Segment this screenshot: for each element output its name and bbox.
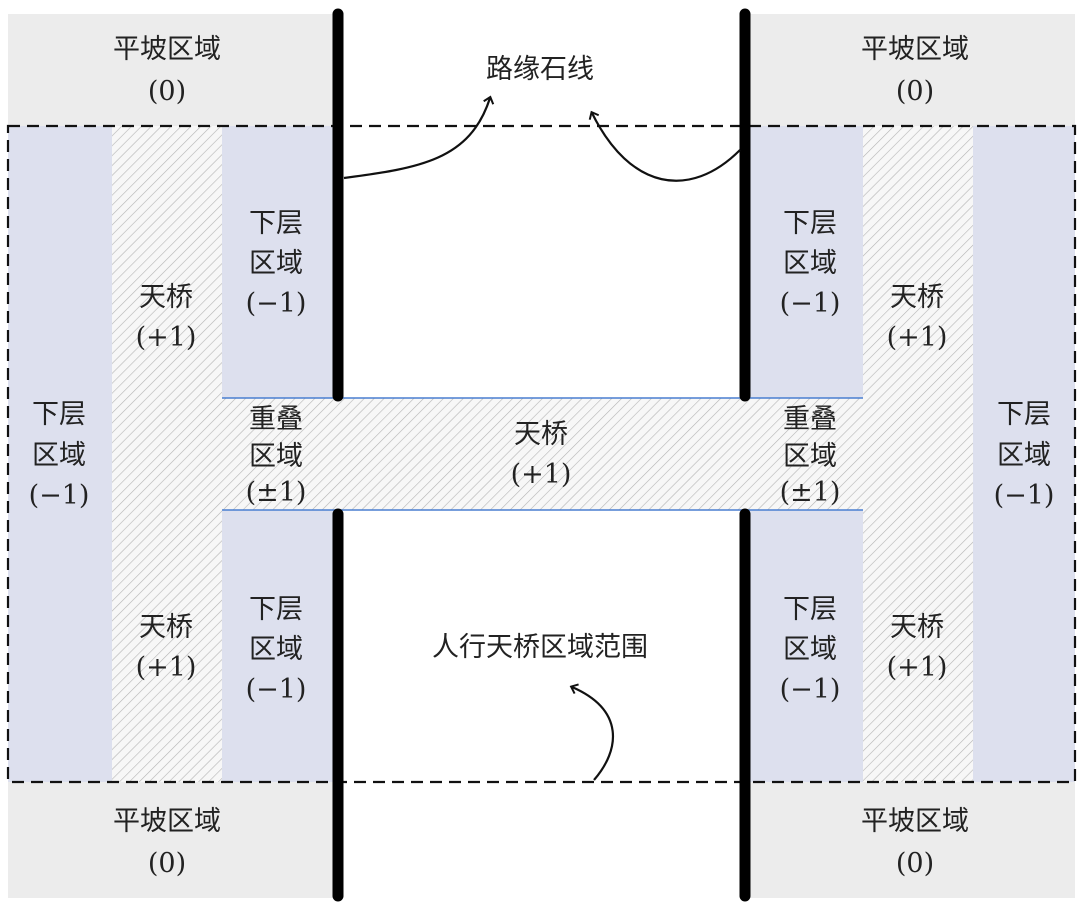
- lower-region-right-inner-top: [745, 126, 863, 398]
- bridge-value-left-bottom: (+1): [136, 652, 197, 683]
- lower-label-inner-left-top-1: 下层: [249, 208, 303, 239]
- flat-region-bottom-left: [8, 782, 338, 898]
- lower-label-inner-right-top-2: 区域: [783, 248, 837, 279]
- overlap-value-left: (±1): [246, 477, 307, 508]
- arrow-overpass-range: [569, 683, 614, 781]
- overlap-label-right-1: 重叠: [783, 404, 837, 435]
- lower-value-outer-right: (−1): [994, 480, 1055, 511]
- lower-label-outer-right-2: 区域: [997, 440, 1051, 471]
- lower-region-left-inner-bottom: [222, 510, 338, 782]
- flat-value-bottom-left: (0): [148, 848, 186, 879]
- bridge-label-right-top: 天桥: [890, 282, 944, 313]
- bridge-region-left: [112, 126, 222, 782]
- flat-value-top-left: (0): [148, 76, 186, 107]
- bridge-label-left-top: 天桥: [139, 282, 193, 313]
- bridge-value-right-top: (+1): [887, 322, 948, 353]
- overpass-range-boundary: [6, 124, 1077, 784]
- overlap-label-left-2: 区域: [249, 441, 303, 472]
- flat-region-top-right: [745, 14, 1075, 126]
- bridge-value-center: (+1): [511, 459, 572, 490]
- bridge-label-center: 天桥: [514, 419, 568, 450]
- lower-value-inner-right-bottom: (−1): [780, 674, 841, 705]
- lower-label-outer-left-2: 区域: [32, 440, 86, 471]
- lower-label-inner-right-bottom-1: 下层: [783, 594, 837, 625]
- lower-region-right-outer: [973, 126, 1075, 782]
- flat-label-top-right: 平坡区域: [861, 34, 969, 65]
- flat-label-bottom-right: 平坡区域: [861, 806, 969, 837]
- bridge-value-left-top: (+1): [136, 322, 197, 353]
- flat-value-bottom-right: (0): [896, 848, 934, 879]
- lower-value-inner-left-top: (−1): [246, 288, 307, 319]
- lower-label-inner-right-top-1: 下层: [783, 208, 837, 239]
- overlap-label-left-1: 重叠: [249, 404, 303, 435]
- lower-value-inner-right-top: (−1): [780, 288, 841, 319]
- overlap-value-right: (±1): [780, 477, 841, 508]
- curb-line-label: 路缘石线: [486, 54, 594, 85]
- lower-label-outer-right-1: 下层: [997, 399, 1051, 430]
- overpass-range-label: 人行天桥区域范围: [432, 632, 648, 663]
- arrow-curb-left: [343, 95, 495, 180]
- bridge-region-right: [863, 126, 973, 782]
- lower-label-outer-left-1: 下层: [32, 399, 86, 430]
- flat-region-top-left: [8, 14, 338, 126]
- lower-value-inner-left-bottom: (−1): [246, 674, 307, 705]
- lower-label-inner-right-bottom-2: 区域: [783, 634, 837, 665]
- lower-label-inner-left-top-2: 区域: [249, 248, 303, 279]
- arrow-curb-right: [588, 110, 741, 182]
- bridge-value-right-bottom: (+1): [887, 652, 948, 683]
- overlap-label-right-2: 区域: [783, 441, 837, 472]
- flat-value-top-right: (0): [896, 76, 934, 107]
- bridge-label-left-bottom: 天桥: [139, 612, 193, 643]
- lower-label-inner-left-bottom-1: 下层: [249, 594, 303, 625]
- flat-region-bottom-right: [745, 782, 1075, 898]
- bridge-label-right-bottom: 天桥: [890, 612, 944, 643]
- lower-region-right-inner-bottom: [745, 510, 863, 782]
- bridge-crossing: [222, 398, 863, 510]
- lower-region-left-inner-top: [222, 126, 338, 398]
- flat-label-top-left: 平坡区域: [113, 34, 221, 65]
- lower-label-inner-left-bottom-2: 区域: [249, 634, 303, 665]
- lower-value-outer-left: (−1): [29, 480, 90, 511]
- lower-region-left-outer: [8, 126, 112, 782]
- flat-label-bottom-left: 平坡区域: [113, 806, 221, 837]
